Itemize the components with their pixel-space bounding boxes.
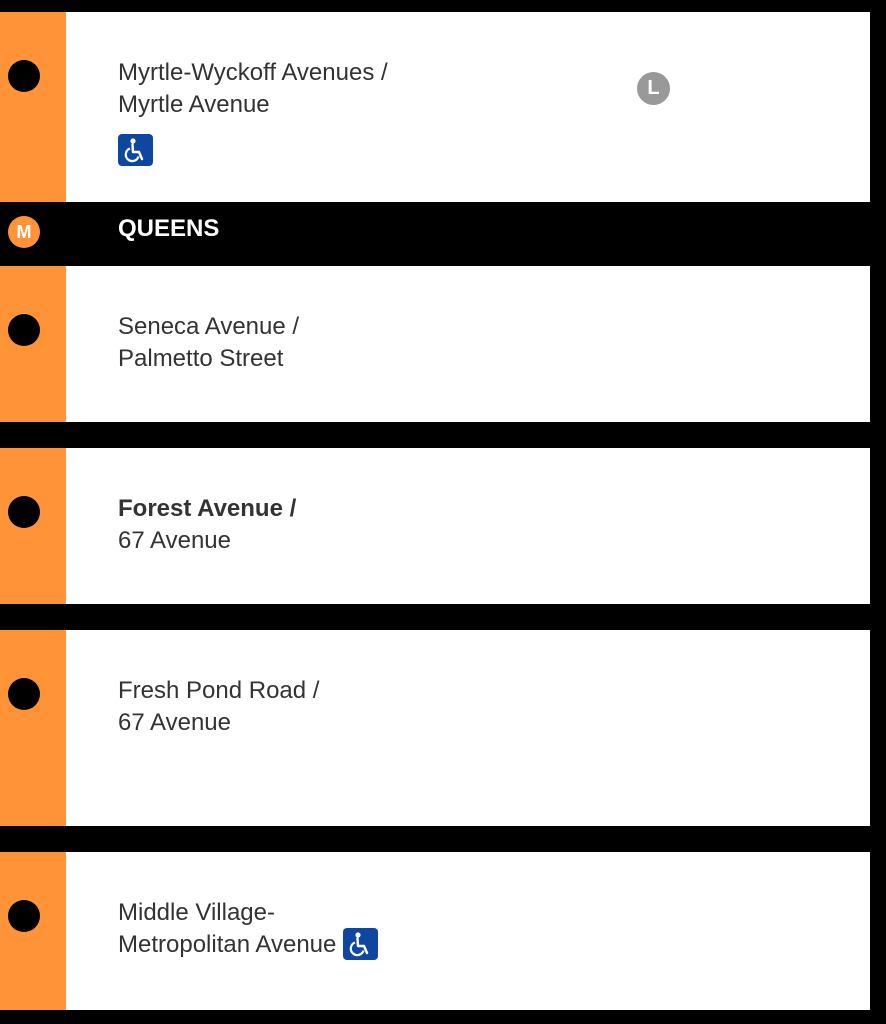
station-row-middle-village[interactable]: Middle Village- Metropolitan Avenue bbox=[0, 852, 870, 1010]
wheelchair-icon bbox=[343, 927, 379, 960]
station-name: Fresh Pond Road / 67 Avenue bbox=[118, 677, 320, 736]
station-name: Myrtle-Wyckoff Avenues / Myrtle Avenue bbox=[118, 59, 388, 118]
line-stripe bbox=[0, 448, 66, 604]
line-stripe bbox=[0, 266, 66, 422]
line-stripe bbox=[0, 852, 66, 1010]
station-stop-icon bbox=[8, 496, 40, 528]
wheelchair-icon bbox=[118, 134, 153, 166]
station-row-seneca[interactable]: Seneca Avenue / Palmetto Street bbox=[0, 266, 870, 422]
station-stop-icon bbox=[8, 900, 40, 932]
station-name: Middle Village- Metropolitan Avenue bbox=[118, 897, 379, 962]
station-stop-icon bbox=[8, 678, 40, 710]
station-name: Forest Avenue / 67 Avenue bbox=[118, 495, 297, 554]
station-row-fresh-pond[interactable]: Fresh Pond Road / 67 Avenue bbox=[0, 630, 870, 826]
line-stripe bbox=[0, 12, 66, 202]
l-train-bullet-icon[interactable]: L bbox=[637, 72, 670, 105]
line-stripe bbox=[0, 630, 66, 826]
m-train-bullet-icon: M bbox=[8, 216, 40, 248]
station-stop-icon bbox=[8, 60, 40, 92]
station-name: Seneca Avenue / Palmetto Street bbox=[118, 313, 300, 372]
station-stop-icon bbox=[8, 314, 40, 346]
borough-label: QUEENS bbox=[118, 215, 220, 242]
borough-header: M QUEENS bbox=[0, 202, 870, 266]
station-row-myrtle-wyckoff[interactable]: Myrtle-Wyckoff Avenues / Myrtle Avenue L bbox=[0, 12, 870, 202]
station-row-forest[interactable]: Forest Avenue / 67 Avenue bbox=[0, 448, 870, 604]
